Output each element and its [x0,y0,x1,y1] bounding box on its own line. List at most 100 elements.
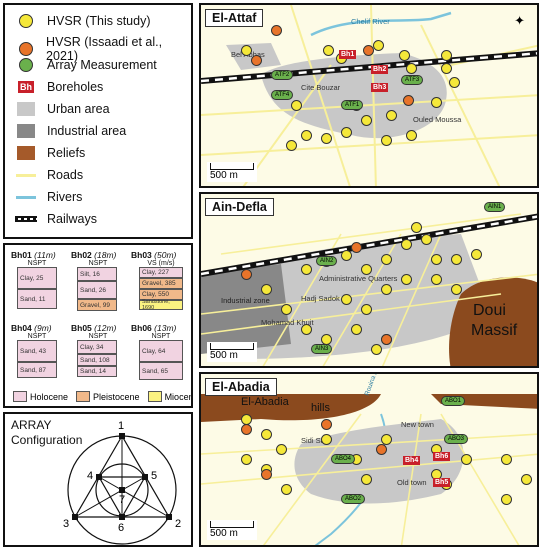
hvsr-point [381,254,392,265]
borehole-log-bh01: Bh01 (11m) NSPT Clay, 25 Sand, 11 [11,250,63,309]
hvsr-issaadi-point [376,444,387,455]
hvsr-issaadi-point [351,242,362,253]
array-node-3: 3 [63,518,70,530]
hvsr-issaadi-point [363,45,374,56]
map-title-el-abadia: El-Abadia [205,378,277,396]
hvsr-point [373,40,384,51]
array-point: ATF2 [271,70,294,80]
map-label-cite-bouzar: Cite Bouzar [301,83,341,92]
hvsr-issaadi-point [403,95,414,106]
hvsr-issaadi-point [241,424,252,435]
hvsr-point [371,344,382,355]
north-arrow-icon: ✦ [514,13,525,28]
map-title-el-attaf: El-Attaf [205,9,264,27]
map-label-mohamad: Mohamad Khuit [261,318,314,327]
borehole-marker: Bh6 [433,452,451,461]
layer: Sand, 65 [139,362,183,380]
hvsr-point [431,274,442,285]
legend-rivers: Rivers [15,189,82,205]
brown-square-icon [17,146,35,160]
hvsr-point [399,50,410,61]
hvsr-issaadi-point [271,25,282,36]
hvsr-point [411,222,422,233]
scale-bar: 500 m [207,342,257,362]
map-label-new-town: New town [401,420,434,429]
layer: Gravel, 99 [77,299,117,311]
array-title: ARRAY [11,418,52,432]
miocene-swatch [147,391,162,402]
hvsr-point [406,63,417,74]
map-el-abadia: El-Abadia El-Abadia hills Rouina river N… [199,372,539,547]
borehole-log-bh04: Bh04 (9m) NSPT Sand, 43 Sand, 87 [11,323,63,378]
legend-railways: Railways [15,211,97,227]
hvsr-point [361,304,372,315]
hvsr-point [461,454,472,465]
hvsr-point [301,324,312,335]
layer: Sand, 87 [17,362,57,378]
borehole-icon: Bh [18,81,34,93]
borehole-log-bh02: Bh02 (18m) NSPT Silt, 16 Sand, 26 Gravel… [71,250,125,311]
hvsr-issaadi-point [381,334,392,345]
hvsr-point [421,234,432,245]
blue-line-icon [16,195,36,199]
green-circle-icon [19,58,33,72]
array-point: AIN3 [311,344,333,354]
borehole-logs-panel: Bh01 (11m) NSPT Clay, 25 Sand, 11 Bh02 (… [3,243,193,408]
map-label-industrial: Industrial zone [221,296,270,305]
hvsr-point [441,63,452,74]
array-point: AIN1 [484,202,506,212]
hvsr-issaadi-point [261,469,272,480]
legend-industrial: Industrial area [15,123,126,139]
array-node-5: 5 [151,470,158,482]
borehole-marker: Bh2 [371,65,389,74]
hvsr-point [351,324,362,335]
hvsr-issaadi-point [251,55,262,66]
hvsr-point [386,110,397,121]
hvsr-point [521,474,532,485]
hvsr-point [401,274,412,285]
yellow-circle-icon [19,14,33,28]
layer: Sandstone, 1690 [139,299,183,311]
map-label-doui: Doui [473,302,506,319]
array-point: ABO2 [341,494,366,504]
legend-hvsr-issaadi: HVSR (Issaadi et al., 2021) [15,35,191,63]
map-label-sidi-said: Sidi Said [301,436,331,445]
map-label-massif: Massif [471,322,518,339]
layer: Silt, 16 [77,267,117,281]
array-subtitle: Configuration [11,433,83,447]
hvsr-point [381,284,392,295]
map-el-attaf-canvas [201,5,537,186]
map-label-river: Chelif River [351,17,390,26]
layer: Sand, 43 [17,340,57,362]
borehole-marker: Bh3 [371,83,389,92]
hvsr-point [281,484,292,495]
array-diagram [67,433,177,545]
hvsr-point [321,434,332,445]
hvsr-point [241,454,252,465]
array-node-7: 7 [119,494,126,506]
hvsr-point [341,127,352,138]
hvsr-point [431,254,442,265]
legend-hvsr-this-study: HVSR (This study) [15,13,151,29]
hvsr-point [361,264,372,275]
hvsr-point [406,130,417,141]
layer: Sand, 108 [77,354,117,366]
yellow-line-icon [16,173,36,177]
hvsr-point [276,444,287,455]
borehole-log-bh05: Bh05 (12m) NSPT Clay, 34 Sand, 108 Sand,… [71,323,117,377]
hvsr-point [451,254,462,265]
hvsr-point [323,45,334,56]
legend-reliefs: Reliefs [15,145,85,161]
map-title-ain-defla: Ain-Defla [205,198,274,216]
layer: Sand, 26 [77,281,117,299]
array-point: ATF4 [271,90,294,100]
array-point: ABO4 [331,454,356,464]
legend-boreholes: Bh Boreholes [18,80,104,94]
hvsr-point [501,494,512,505]
hvsr-point [451,284,462,295]
map-label-old-town: Old town [397,478,427,487]
hvsr-point [471,249,482,260]
railway-line-icon [15,216,37,222]
map-label-el-abadia-hills-1: El-Abadia [241,396,289,408]
scale-bar: 500 m [207,520,257,540]
